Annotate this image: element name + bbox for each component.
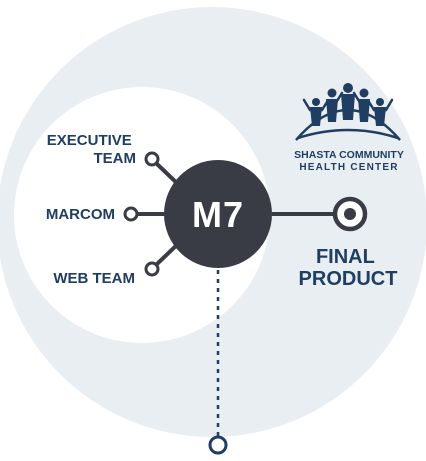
shasta-logo-name-line-2: HEALTH CENTER bbox=[299, 162, 398, 173]
executive-label-line-2: TEAM bbox=[94, 150, 137, 167]
final-product-label: FINAL PRODUCT bbox=[299, 246, 398, 290]
marcom-label: MARCOM bbox=[46, 206, 115, 223]
executive-node bbox=[144, 151, 160, 167]
marcom-node bbox=[123, 206, 139, 222]
marcom-label-line-1: MARCOM bbox=[46, 206, 115, 223]
executive-label-line-1: EXECUTIVE bbox=[47, 132, 132, 149]
bottom-node bbox=[208, 435, 228, 455]
web-team-label-line-1: WEB TEAM bbox=[53, 270, 135, 287]
shasta-logo bbox=[295, 83, 401, 141]
final-product-label-line-2: PRODUCT bbox=[299, 268, 398, 290]
m7-hub bbox=[164, 160, 272, 268]
shasta-logo-arms bbox=[302, 91, 394, 112]
shasta-logo-name-line-1: SHASTA COMMUNITY bbox=[294, 149, 404, 161]
output-node-core bbox=[344, 208, 356, 220]
final-product-label-line-1: FINAL bbox=[316, 246, 375, 268]
web-node bbox=[144, 261, 160, 277]
web-team-label: WEB TEAM bbox=[53, 270, 135, 287]
shasta-logo-figures bbox=[310, 83, 386, 126]
m7-hub-label: M7 bbox=[192, 194, 244, 235]
executive-label: EXECUTIVE TEAM bbox=[47, 132, 136, 167]
shasta-logo-swoosh bbox=[297, 128, 399, 140]
